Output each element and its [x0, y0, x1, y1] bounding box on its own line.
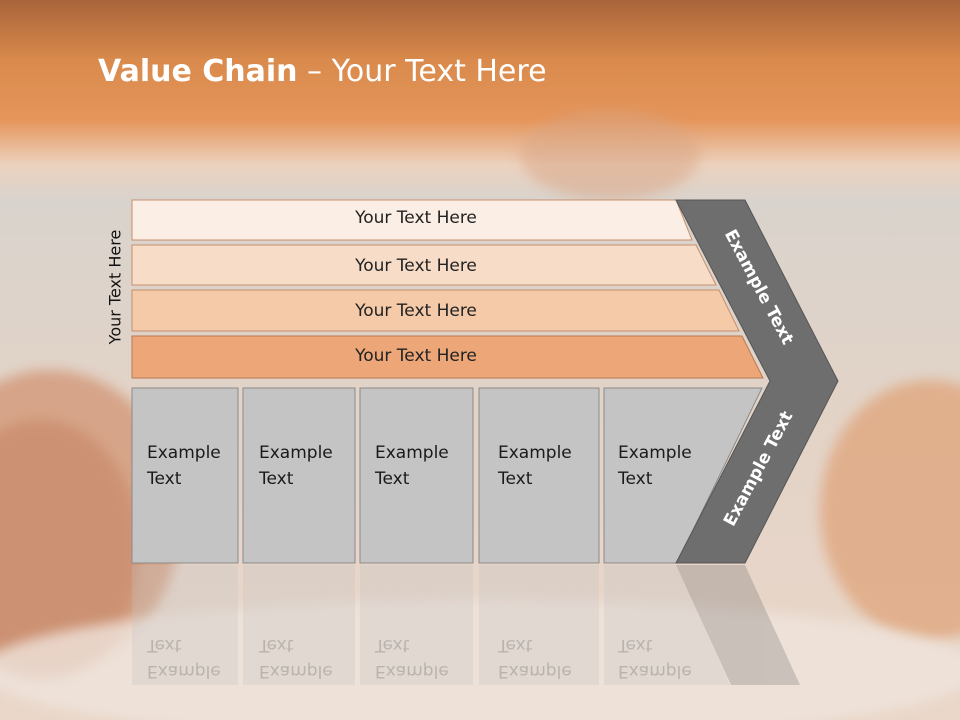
- reflection: [132, 565, 800, 685]
- slide-title: Value Chain – Your Text Here: [98, 54, 547, 89]
- box-3: [359, 387, 474, 564]
- box-4: [478, 387, 600, 564]
- band-1-label: Your Text Here: [355, 208, 477, 228]
- chevron-shape: [675, 199, 839, 564]
- box-2: [242, 387, 356, 564]
- band-3-label: Your Text Here: [355, 301, 477, 321]
- band-1: [131, 199, 693, 241]
- band-4: [131, 335, 764, 379]
- band-3: [131, 289, 740, 332]
- band-2-label: Your Text Here: [355, 256, 477, 276]
- band-4-label: Your Text Here: [355, 346, 477, 366]
- box-1: [131, 387, 239, 564]
- band-2: [131, 244, 717, 286]
